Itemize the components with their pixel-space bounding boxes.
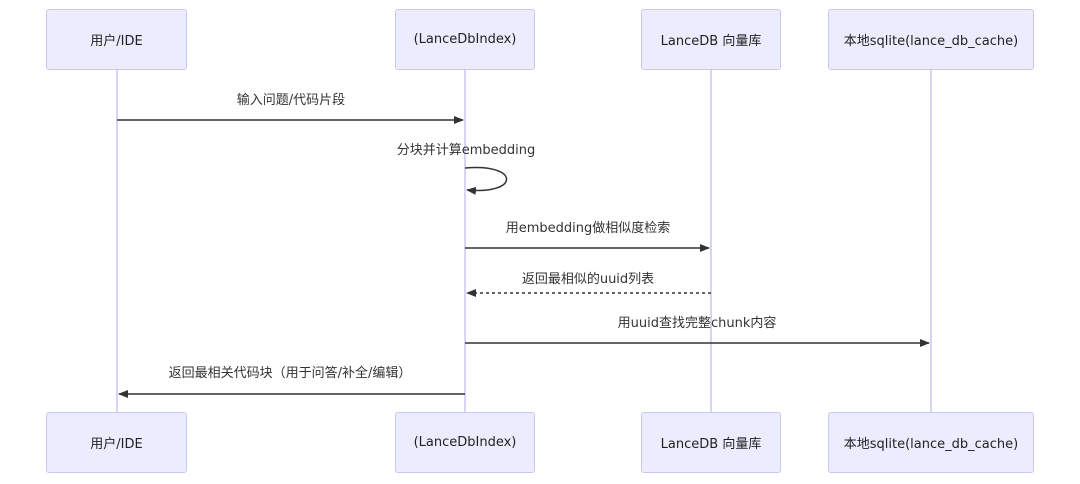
actor-label: 用户/IDE: [90, 34, 143, 49]
message-6-label: 返回最相关代码块（用于问答/补全/编辑）: [168, 366, 412, 381]
actor-user-top: 用户/IDE: [46, 9, 187, 70]
actor-sqlite-bottom: 本地sqlite(lance_db_cache): [828, 412, 1034, 473]
actor-label: (LanceDbIndex): [413, 435, 517, 450]
actor-index-top: (LanceDbIndex): [395, 9, 535, 70]
message-5-label: 用uuid查找完整chunk内容: [617, 316, 777, 331]
actor-sqlite-top: 本地sqlite(lance_db_cache): [828, 9, 1034, 70]
actor-index-bottom: (LanceDbIndex): [395, 412, 535, 473]
actor-user-bottom: 用户/IDE: [46, 412, 187, 473]
message-2-arrow: [464, 166, 508, 195]
message-2-label: 分块并计算embedding: [396, 143, 536, 158]
actor-label: LanceDB 向量库: [660, 437, 762, 452]
actor-lancedb-bottom: LanceDB 向量库: [641, 412, 781, 473]
message-4-label: 返回最相似的uuid列表: [521, 272, 655, 287]
message-3-label: 用embedding做相似度检索: [505, 221, 671, 236]
actor-lancedb-top: LanceDB 向量库: [641, 9, 781, 70]
actor-label: 本地sqlite(lance_db_cache): [843, 34, 1019, 49]
actor-label: LanceDB 向量库: [660, 34, 762, 49]
actor-label: 本地sqlite(lance_db_cache): [843, 437, 1019, 452]
actor-label: (LanceDbIndex): [413, 32, 517, 47]
message-1-label: 输入问题/代码片段: [236, 93, 346, 108]
actor-label: 用户/IDE: [90, 437, 143, 452]
